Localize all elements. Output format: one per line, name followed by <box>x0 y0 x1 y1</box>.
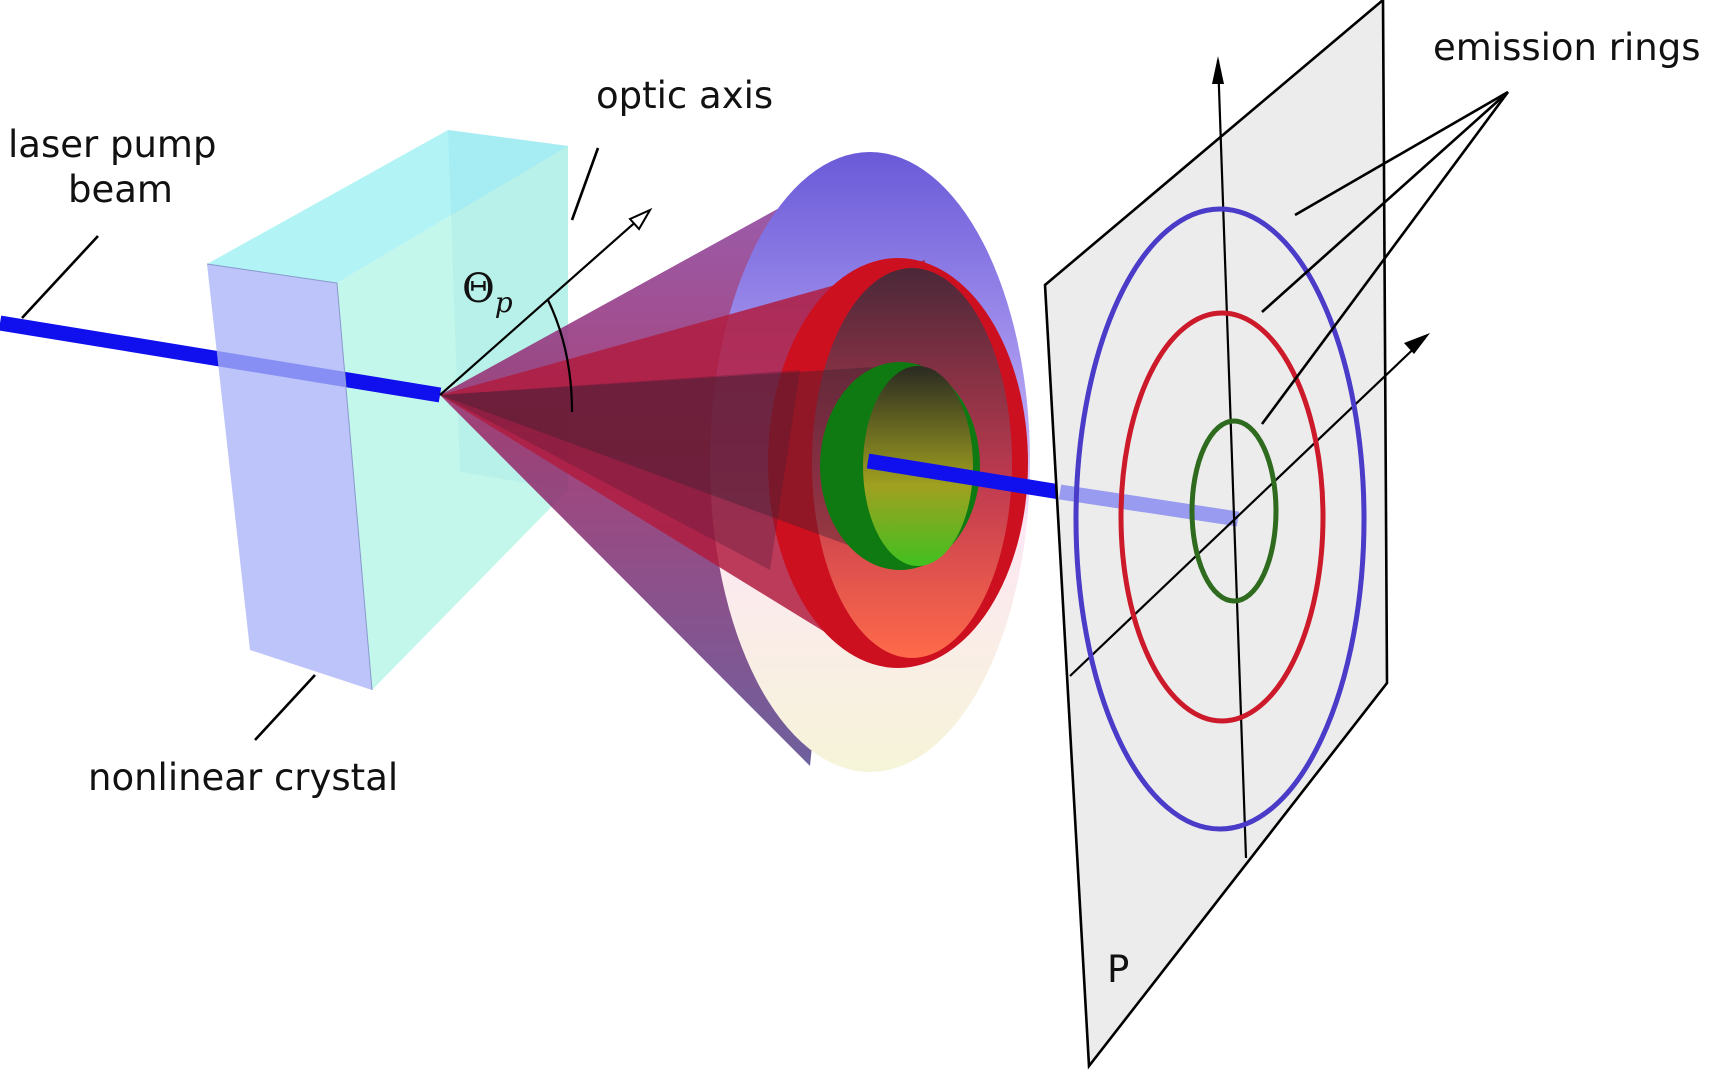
theta-angle-arc <box>547 299 574 413</box>
theta-subscript: p <box>495 286 513 319</box>
theta-symbol: Θ <box>462 266 495 312</box>
emission-leader-outer <box>1294 90 1509 217</box>
screen-diagonal-axis <box>1069 337 1426 677</box>
laser-leader-line <box>21 235 99 319</box>
crystal-label: nonlinear crystal <box>88 756 398 799</box>
screen-plane <box>1043 0 1389 1070</box>
crystal-leader-line <box>254 674 316 741</box>
middle-cone-shade <box>440 370 800 570</box>
crystal-front-face <box>207 264 372 690</box>
emission-ring-inner <box>1189 418 1279 604</box>
plane-label: P <box>1107 948 1129 991</box>
crystal-side-face <box>337 146 568 690</box>
laser-label-line2: beam <box>68 168 173 211</box>
crystal-top-face <box>207 130 568 283</box>
emission-ring-outer <box>1073 206 1367 832</box>
emission-leader-middle <box>1261 91 1509 313</box>
theta-label: Θp <box>462 266 513 319</box>
detection-screen <box>1043 0 1430 1070</box>
pump-beam-on-screen <box>1058 484 1240 527</box>
optic-axis-label: optic axis <box>596 74 773 117</box>
screen-vertical-axis <box>1216 59 1248 859</box>
emission-ring-middle <box>1118 310 1326 724</box>
optic-axis-arrow <box>439 207 653 396</box>
diagonal-axis-arrowhead <box>1404 333 1430 354</box>
inner-cone-body <box>440 364 920 566</box>
crystal-edges <box>206 263 373 691</box>
emission-leader-inner <box>1260 91 1510 425</box>
vertical-axis-arrowhead <box>1212 56 1224 84</box>
laser-label-line1: laser pump <box>8 123 216 166</box>
emission-rings-label: emission rings <box>1433 26 1700 69</box>
pump-beam-outgoing <box>866 453 1062 500</box>
optic-axis-leader-line <box>570 147 600 221</box>
